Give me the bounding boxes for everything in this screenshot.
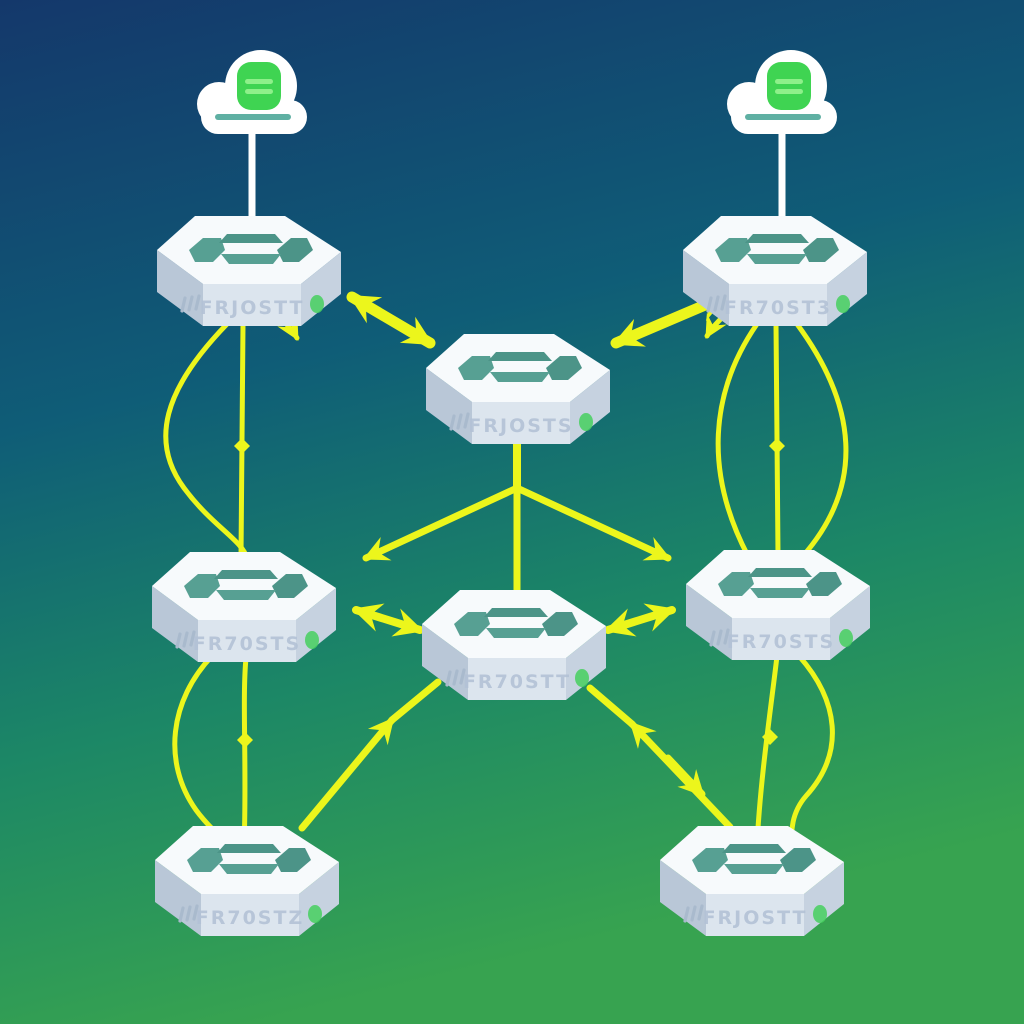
tally-icon [706, 294, 727, 313]
node-label: FRJOSTT [703, 907, 808, 929]
edge-topright-midright-wavy-left [715, 321, 760, 559]
edge-midtop-to-midleft-arrow [362, 484, 521, 562]
tally-icon [683, 904, 704, 923]
edge-bottomleft-center-tail [388, 678, 442, 724]
edge-center-midright-double-arrow [604, 603, 676, 637]
node-label: FRJOSTT [200, 297, 305, 319]
node-label: FR70STS [193, 633, 301, 655]
node-top-right: FR70ST3 [683, 216, 867, 326]
node-label: FR70STT [463, 671, 571, 693]
node-label: FR70ST3 [724, 297, 832, 319]
node-label: FR70STZ [196, 907, 304, 929]
edge-midright-bottomright-wavy [789, 653, 835, 849]
node-bottom-right: FRJOSTT [660, 826, 844, 936]
edge-topleft-midtop-double-arrow [346, 291, 436, 349]
node-top-left: FRJOSTT [157, 216, 341, 326]
node-mid-right: FR70STS [686, 550, 870, 660]
tally-icon [445, 668, 466, 687]
edge-midtop-to-midright-arrow [513, 484, 672, 562]
leaf-icon [836, 295, 850, 313]
edge-bottomright-second-arrowhead [664, 754, 706, 798]
leaf-icon [575, 669, 589, 687]
edge-diamond-markers [234, 438, 785, 748]
leaf-icon [579, 413, 593, 431]
leaf-icon [310, 295, 324, 313]
tally-icon [709, 628, 730, 647]
tally-icon [175, 630, 196, 649]
edge-topright-midright-wavy-right [794, 321, 849, 559]
leaf-icon [305, 631, 319, 649]
edge-midleft-center-double-arrow [352, 603, 424, 637]
tally-icon [180, 294, 201, 313]
tally-icon [178, 904, 199, 923]
tally-icon [449, 412, 470, 431]
node-mid-top: FRJOSTS [426, 334, 610, 444]
node-bottom-left: FR70STZ [155, 826, 339, 936]
edge-topleft-midleft-wavy [163, 321, 250, 561]
edge-bottomright-center-tail [586, 684, 636, 728]
node-mid-left: FR70STS [152, 552, 336, 662]
node-center: FR70STT [422, 590, 606, 700]
edge-midright-bottomright-straight [754, 653, 780, 849]
edge-bottomleft-center-arrow [298, 716, 396, 832]
edge-midleft-bottomleft-straight [241, 655, 249, 849]
leaf-icon [813, 905, 827, 923]
node-label: FR70STS [727, 631, 835, 653]
leaf-icon [308, 905, 322, 923]
leaf-icon [839, 629, 853, 647]
node-label: FRJOSTS [468, 415, 573, 437]
